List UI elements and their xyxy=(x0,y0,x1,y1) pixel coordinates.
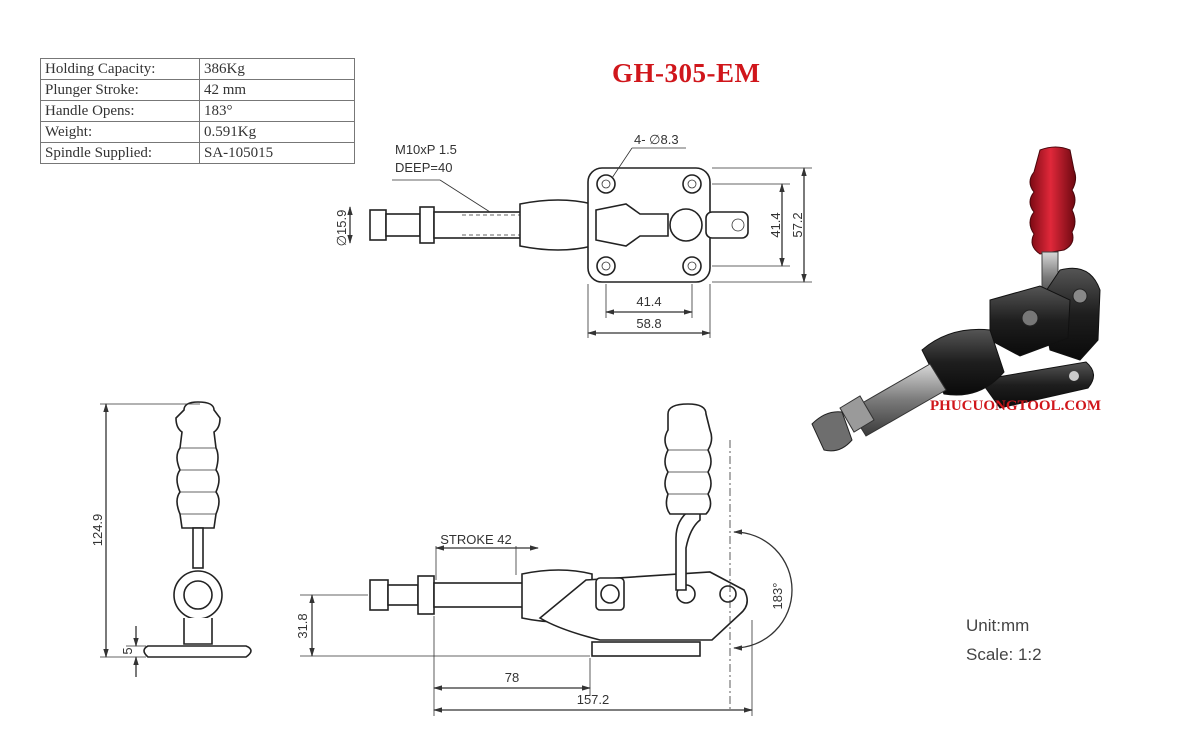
dim-opening-angle: 183° xyxy=(770,583,785,610)
black-sleeve xyxy=(921,328,1005,396)
handle-arm-side xyxy=(675,509,701,591)
dim-holes: 4- ∅8.3 xyxy=(634,132,679,147)
plunger-sleeve xyxy=(519,199,593,251)
dim-length-78: 78 xyxy=(505,670,519,685)
dim-spindle-dia: ∅15.9 xyxy=(334,210,349,247)
mount-hole xyxy=(596,256,616,276)
hex-bolt xyxy=(811,411,853,452)
dim-mount-outer: 57.2 xyxy=(790,212,805,237)
spec-row: Handle Opens: 183° xyxy=(40,100,355,122)
unit-label: Unit:mm xyxy=(966,616,1030,635)
mount-hole xyxy=(682,256,702,276)
spec-value: SA-105015 xyxy=(199,142,355,164)
handle-pivot xyxy=(669,208,703,242)
spec-label: Holding Capacity: xyxy=(40,58,200,80)
dim-base-inner: 41.4 xyxy=(636,294,661,309)
dim-base-thickness: 5 xyxy=(120,647,135,654)
dim-stroke: STROKE 42 xyxy=(440,532,512,547)
plunger-side xyxy=(433,582,527,608)
watermark: PHUCUONGTOOL.COM xyxy=(930,398,1101,414)
spec-label: Handle Opens: xyxy=(40,100,200,122)
body-side xyxy=(538,571,748,641)
handle-grip-side xyxy=(664,403,713,515)
dim-base-outer: 58.8 xyxy=(636,316,661,331)
dim-total-length: 157.2 xyxy=(577,692,610,707)
dim-thread-depth: DEEP=40 xyxy=(395,160,452,175)
nut xyxy=(419,206,435,244)
handle-tab xyxy=(705,211,749,239)
red-handle-grip xyxy=(1029,146,1077,255)
front-view: 124.9 5 xyxy=(90,401,252,677)
top-view: ∅15.9 M10xP 1.5 DEEP=40 4- ∅8.3 41.4 57.… xyxy=(334,132,812,338)
plunger-rod xyxy=(433,211,525,239)
base-side xyxy=(591,641,701,657)
scale-label: Scale: 1:2 xyxy=(966,645,1042,664)
side-view: 183° STROKE 42 31.8 78 157.2 xyxy=(295,403,793,716)
base-plate-photo xyxy=(979,361,1094,409)
base-front xyxy=(143,645,252,658)
dim-thread: M10xP 1.5 xyxy=(395,142,457,157)
model-title: GH-305-EM xyxy=(612,58,761,88)
dim-spindle-height: 31.8 xyxy=(295,613,310,638)
bolt-head xyxy=(369,209,387,241)
spec-row: Spindle Supplied: SA-105015 xyxy=(40,142,355,164)
mount-hole xyxy=(596,174,616,194)
handle-grip-front xyxy=(175,401,221,529)
bolt-head-side xyxy=(369,579,389,611)
product-photo xyxy=(811,146,1101,452)
dim-mount-inner: 41.4 xyxy=(768,212,783,237)
mount-hole xyxy=(682,174,702,194)
spec-table: Holding Capacity: 386Kg Plunger Stroke: … xyxy=(40,58,355,164)
dim-total-height: 124.9 xyxy=(90,514,105,547)
nut-side xyxy=(417,575,435,615)
